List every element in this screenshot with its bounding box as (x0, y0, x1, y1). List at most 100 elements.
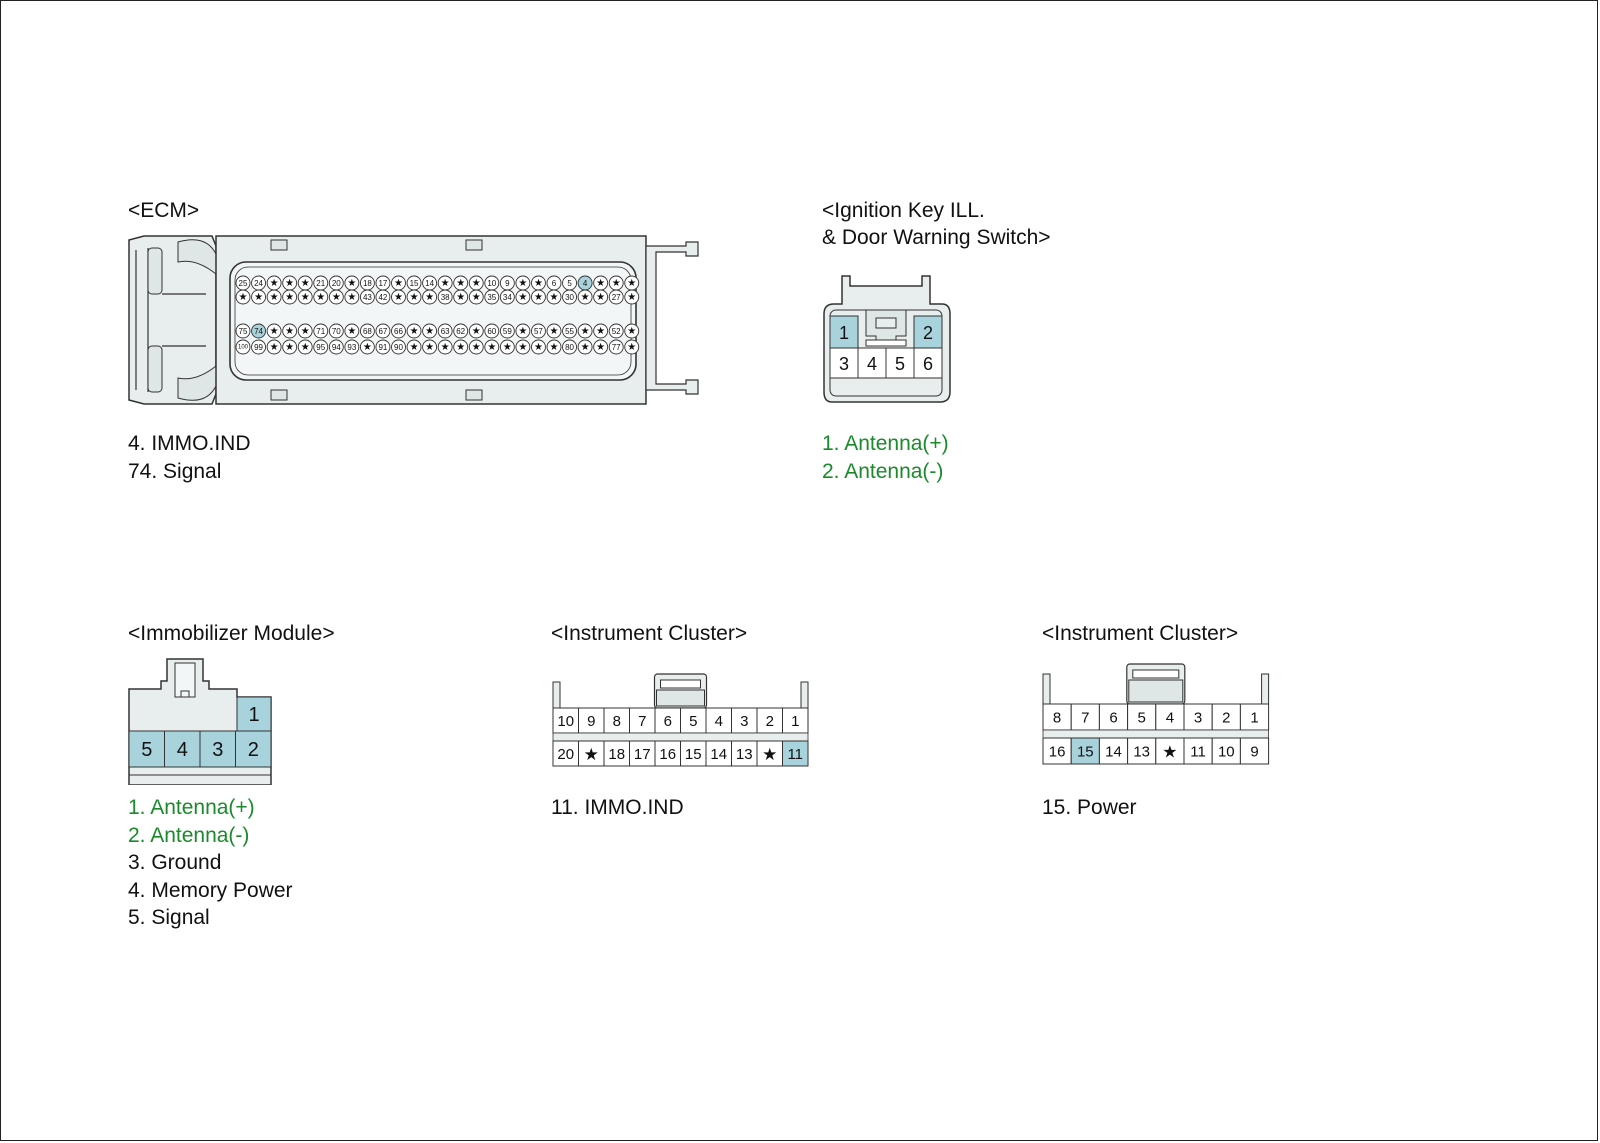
pin-cell (705, 707, 732, 734)
ecm-pin (515, 289, 531, 305)
pin-number: 17 (634, 746, 651, 763)
cluster-latch-body (656, 689, 705, 707)
pin-cell (629, 740, 656, 767)
pin-number: 5 (141, 739, 152, 761)
pin-unused-marker: ★ (410, 292, 419, 303)
pin-unused-marker: ★ (270, 278, 279, 289)
pin-cell (857, 347, 887, 379)
ignition-title-line1: <Ignition Key ILL. (822, 199, 985, 222)
ecm-pin (608, 339, 624, 355)
ecm-pin (359, 339, 375, 355)
ignition-lock-bar (865, 339, 907, 347)
ecm-pin (266, 289, 282, 305)
cluster-post (800, 681, 809, 709)
pin-unused-marker: ★ (472, 342, 481, 353)
pin-number: 100 (238, 345, 249, 351)
pin-number: 8 (1053, 710, 1061, 727)
ecm-pin (437, 339, 453, 355)
ecm-pin (391, 289, 406, 305)
ecm-pin (406, 289, 422, 305)
ecm-pin (375, 323, 391, 339)
pin-unused-marker: ★ (410, 326, 419, 337)
cluster-row-gap (1042, 729, 1270, 739)
pin-cell (885, 347, 915, 379)
ecm-pin (593, 339, 609, 355)
pin-number: 15 (1077, 744, 1094, 761)
pin-number: 93 (347, 343, 356, 352)
legend-entry: 15. Power (1042, 796, 1137, 819)
ecm-tab (465, 239, 483, 251)
pin-unused-marker: ★ (239, 292, 248, 303)
pin-unused-marker: ★ (394, 278, 403, 289)
pin-number: 9 (1250, 744, 1258, 761)
pin-cell (756, 707, 783, 734)
ecm-pin (608, 289, 624, 305)
ecm-pin (624, 339, 640, 355)
ecm-pin (499, 339, 515, 355)
legend-entry: 3. Ground (128, 851, 222, 874)
ecm-pin (422, 323, 438, 339)
ecm-tab (465, 389, 483, 401)
immobilizer-latch (174, 662, 196, 698)
pin-cell (782, 740, 809, 767)
pin-cell (1127, 737, 1157, 765)
ecm-pin (577, 339, 593, 355)
pin-number: 9 (505, 279, 510, 288)
pin-number: 27 (612, 293, 621, 302)
pin-unused-marker: ★ (332, 292, 341, 303)
pin-number: 14 (710, 746, 727, 763)
ecm-pin (468, 323, 484, 339)
ecm-lever-slot (147, 247, 163, 295)
ecm-pin (328, 323, 344, 339)
pin-unused-marker: ★ (596, 342, 605, 353)
cluster-post (552, 681, 561, 709)
pin-number: 8 (613, 713, 621, 730)
pin-number: 6 (1109, 710, 1117, 727)
ecm-pin (282, 289, 298, 305)
pin-cell (782, 707, 809, 734)
pin-unused-marker: ★ (550, 292, 559, 303)
pin-number: 7 (638, 713, 646, 730)
pin-cell (1070, 737, 1100, 765)
pin-number: 16 (1049, 744, 1066, 761)
pin-number: 35 (487, 293, 496, 302)
pin-number: 1 (1250, 710, 1258, 727)
pin-unused-marker: ★ (301, 292, 310, 303)
pin-cell (913, 347, 943, 379)
pin-number: 3 (839, 354, 849, 374)
ecm-pin (282, 323, 298, 339)
pin-number: 71 (316, 327, 325, 336)
pin-number: 5 (567, 279, 572, 288)
ecm-pin (546, 289, 562, 305)
ecm-pin (313, 323, 329, 339)
ignition-title: <Ignition Key ILL. & Door Warning Switch… (822, 197, 1051, 251)
ecm-pin (437, 289, 453, 305)
pin-number: 13 (736, 746, 753, 763)
pin-cell (1239, 703, 1270, 731)
ecm-pin (562, 339, 577, 355)
pin-number: 63 (441, 327, 450, 336)
pin-number: 14 (425, 279, 434, 288)
ecm-pin (499, 323, 515, 339)
pin-unused-marker: ★ (550, 326, 559, 337)
pin-unused-marker: ★ (596, 278, 605, 289)
ecm-pin (359, 289, 375, 305)
ecm-pin (344, 323, 360, 339)
pin-number: 55 (565, 327, 574, 336)
pin-number: 5 (1138, 710, 1146, 727)
ecm-pin (546, 339, 562, 355)
legend-entry: 11. IMMO.IND (551, 796, 684, 819)
pin-unused-marker: ★ (472, 292, 481, 303)
legend-entry: 2. Antenna(-) (128, 823, 250, 847)
pin-unused-marker: ★ (301, 342, 310, 353)
pin-number: 14 (1105, 744, 1122, 761)
pin-number: 18 (363, 279, 372, 288)
ecm-pin (406, 323, 422, 339)
pin-unused-marker: ★ (472, 326, 481, 337)
ecm-pin (484, 289, 500, 305)
pin-unused-marker: ★ (456, 342, 465, 353)
pin-number: 43 (363, 293, 372, 302)
pin-number: 90 (394, 343, 403, 352)
pin-number: 11 (1190, 744, 1206, 761)
pin-number: 59 (503, 327, 512, 336)
